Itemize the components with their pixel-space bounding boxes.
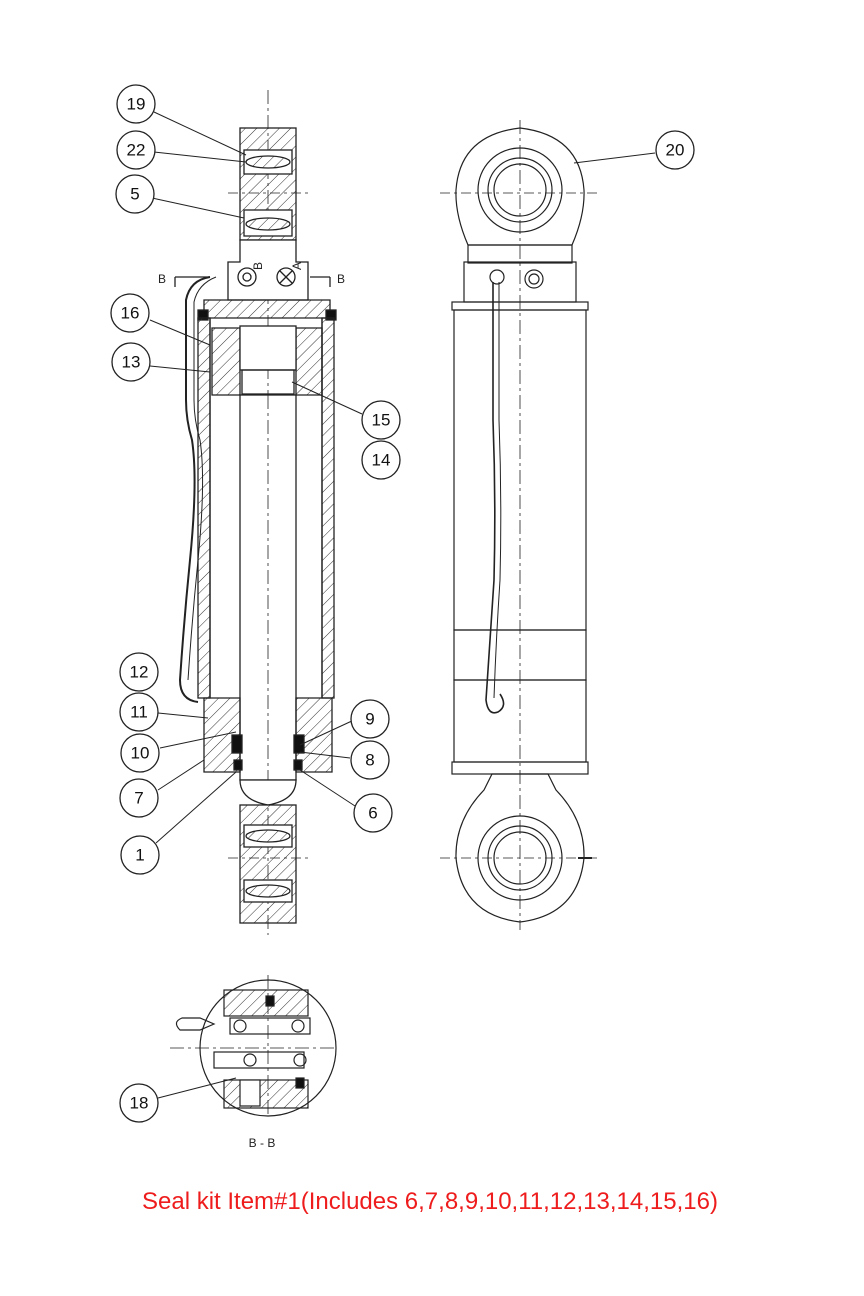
svg-text:20: 20 xyxy=(666,141,685,160)
svg-text:7: 7 xyxy=(134,789,143,808)
detail-section-b-b xyxy=(170,975,337,1117)
section-mark-left: B xyxy=(158,272,166,286)
callout-18: 18 xyxy=(119,1083,159,1123)
port-a-label: A xyxy=(290,262,304,270)
callout-6: 6 xyxy=(353,793,393,833)
seal-kit-note: Seal kit Item#1(Includes 6,7,8,9,10,11,1… xyxy=(142,1188,718,1215)
callout-13: 13 xyxy=(111,342,151,382)
svg-text:6: 6 xyxy=(368,804,377,823)
callout-15: 15 xyxy=(361,400,401,440)
callout-11: 11 xyxy=(119,692,159,732)
port-b-label: B xyxy=(251,262,265,270)
callout-14: 14 xyxy=(361,440,401,480)
svg-text:22: 22 xyxy=(127,141,146,160)
svg-text:10: 10 xyxy=(131,744,150,763)
callout-8: 8 xyxy=(350,740,390,780)
exterior-view xyxy=(440,120,600,930)
svg-text:16: 16 xyxy=(121,304,140,323)
svg-text:1: 1 xyxy=(135,846,144,865)
callout-19: 19 xyxy=(116,84,156,124)
sectional-view xyxy=(174,90,337,935)
callout-9: 9 xyxy=(350,699,390,739)
svg-text:8: 8 xyxy=(365,751,374,770)
svg-text:14: 14 xyxy=(372,451,391,470)
callout-7: 7 xyxy=(119,778,159,818)
callout-10: 10 xyxy=(120,733,160,773)
svg-text:15: 15 xyxy=(372,411,391,430)
svg-text:13: 13 xyxy=(122,353,141,372)
section-b-b-label: B - B xyxy=(249,1136,276,1150)
svg-text:11: 11 xyxy=(130,703,148,722)
svg-text:18: 18 xyxy=(130,1094,149,1113)
callout-12: 12 xyxy=(119,652,159,692)
callout-1: 1 xyxy=(120,835,160,875)
svg-text:12: 12 xyxy=(130,663,149,682)
callout-16: 16 xyxy=(110,293,150,333)
svg-text:5: 5 xyxy=(130,185,139,204)
section-mark-right: B xyxy=(337,272,345,286)
svg-text:19: 19 xyxy=(127,95,146,114)
callout-22: 22 xyxy=(116,130,156,170)
leader-lines xyxy=(149,111,656,1099)
callout-20: 20 xyxy=(655,130,695,170)
callout-5: 5 xyxy=(115,174,155,214)
svg-text:9: 9 xyxy=(365,710,374,729)
